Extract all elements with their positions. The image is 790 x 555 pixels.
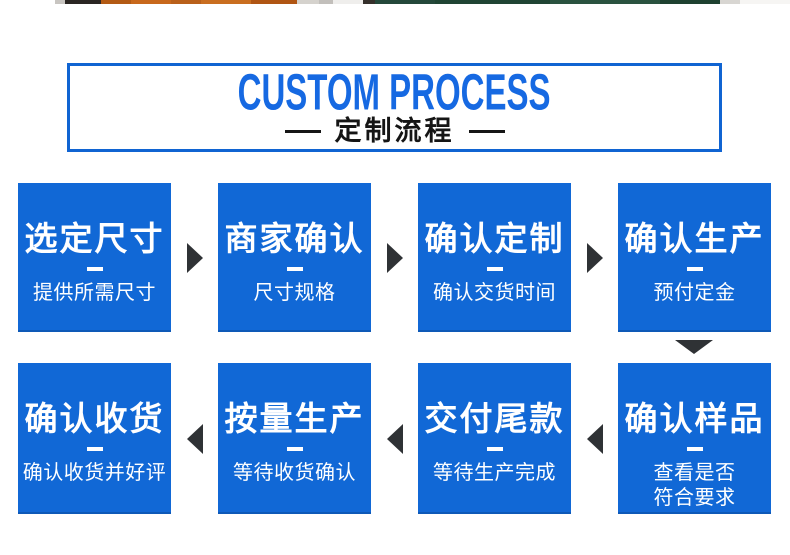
step-title: 确认定制 bbox=[424, 220, 565, 257]
step-title: 交付尾款 bbox=[424, 400, 565, 437]
arrow-gap bbox=[571, 183, 618, 332]
strip-segment bbox=[251, 0, 297, 4]
step-title: 选定尺寸 bbox=[24, 220, 165, 257]
strip-segment bbox=[65, 0, 101, 4]
step-title: 按量生产 bbox=[224, 400, 365, 437]
arrow-gap bbox=[171, 363, 218, 514]
step-divider bbox=[286, 267, 303, 271]
strip-segment bbox=[297, 0, 319, 4]
arrow-right-icon bbox=[586, 242, 603, 273]
flow-step-box: 交付尾款等待生产完成 bbox=[418, 363, 571, 514]
flow-step-box: 确认收货确认收货并好评 bbox=[18, 363, 171, 514]
strip-segment bbox=[550, 0, 660, 4]
step-divider bbox=[686, 447, 703, 451]
arrow-left-icon bbox=[186, 423, 203, 454]
flow-step-box: 商家确认尺寸规格 bbox=[218, 183, 371, 332]
strip-segment bbox=[363, 0, 375, 4]
strip-segment bbox=[101, 0, 131, 4]
dash-right bbox=[468, 129, 505, 133]
arrow-gap bbox=[371, 363, 418, 514]
arrow-left-icon bbox=[586, 423, 603, 454]
strip-segment bbox=[131, 0, 171, 4]
strip-segment bbox=[201, 0, 251, 4]
step-subtitle: 查看是否符合要求 bbox=[654, 461, 736, 511]
step-title: 确认生产 bbox=[624, 220, 765, 257]
step-title: 商家确认 bbox=[224, 220, 365, 257]
strip-segment bbox=[333, 0, 363, 4]
step-divider bbox=[686, 267, 703, 271]
step-subtitle: 提供所需尺寸 bbox=[33, 281, 156, 306]
step-title: 确认收货 bbox=[24, 400, 165, 437]
flow-step-box: 确认定制确认交货时间 bbox=[418, 183, 571, 332]
step-subtitle-line: 等待生产完成 bbox=[433, 462, 556, 484]
arrow-right-icon bbox=[386, 242, 403, 273]
strip-segment bbox=[319, 0, 333, 4]
section-header: CUSTOM PROCESS 定制流程 bbox=[67, 63, 722, 152]
flow-row-2: 确认收货确认收货并好评按量生产等待收货确认交付尾款等待生产完成确认样品查看是否符… bbox=[18, 363, 771, 514]
arrow-gap bbox=[171, 183, 218, 332]
step-divider bbox=[286, 447, 303, 451]
top-photo-strip bbox=[0, 0, 790, 4]
step-divider bbox=[86, 447, 103, 451]
arrow-right-icon bbox=[186, 242, 203, 273]
step-subtitle: 尺寸规格 bbox=[254, 281, 336, 306]
flow-step-box: 按量生产等待收货确认 bbox=[218, 363, 371, 514]
strip-segment bbox=[720, 0, 740, 4]
step-divider bbox=[486, 447, 503, 451]
step-subtitle: 预付定金 bbox=[654, 281, 736, 306]
step-subtitle-line: 确认交货时间 bbox=[433, 282, 556, 304]
strip-segment bbox=[55, 0, 65, 4]
step-subtitle-line: 预付定金 bbox=[653, 282, 736, 304]
step-subtitle-line: 尺寸规格 bbox=[253, 282, 336, 304]
arrow-down-icon bbox=[675, 340, 713, 354]
flow-step-box: 选定尺寸提供所需尺寸 bbox=[18, 183, 171, 332]
strip-segment bbox=[660, 0, 720, 4]
flow-row-1: 选定尺寸提供所需尺寸商家确认尺寸规格确认定制确认交货时间确认生产预付定金 bbox=[18, 183, 771, 332]
step-subtitle: 等待生产完成 bbox=[433, 461, 556, 486]
arrow-gap bbox=[371, 183, 418, 332]
step-divider bbox=[86, 267, 103, 271]
step-subtitle-line: 提供所需尺寸 bbox=[33, 282, 156, 304]
strip-segment bbox=[435, 0, 550, 4]
strip-segment bbox=[171, 0, 201, 4]
arrow-gap bbox=[571, 363, 618, 514]
step-subtitle-line: 确认收货并好评 bbox=[22, 462, 167, 484]
strip-segment bbox=[0, 0, 55, 4]
step-subtitle-line: 等待收货确认 bbox=[233, 462, 356, 484]
flow-step-box: 确认生产预付定金 bbox=[618, 183, 771, 332]
arrow-left-icon bbox=[386, 423, 403, 454]
header-title-zh: 定制流程 bbox=[334, 116, 455, 146]
flow-step-box: 确认样品查看是否符合要求 bbox=[618, 363, 771, 514]
step-divider bbox=[486, 267, 503, 271]
step-title: 确认样品 bbox=[624, 400, 765, 437]
step-subtitle: 确认交货时间 bbox=[433, 281, 556, 306]
strip-segment bbox=[375, 0, 435, 4]
header-title-en: CUSTOM PROCESS bbox=[238, 63, 551, 121]
step-subtitle: 等待收货确认 bbox=[233, 461, 356, 486]
step-subtitle-line: 符合要求 bbox=[653, 487, 736, 509]
header-title-zh-row: 定制流程 bbox=[284, 116, 505, 146]
step-subtitle-line: 查看是否 bbox=[653, 462, 736, 484]
dash-left bbox=[284, 129, 321, 133]
step-subtitle: 确认收货并好评 bbox=[23, 461, 167, 486]
strip-segment bbox=[740, 0, 790, 4]
